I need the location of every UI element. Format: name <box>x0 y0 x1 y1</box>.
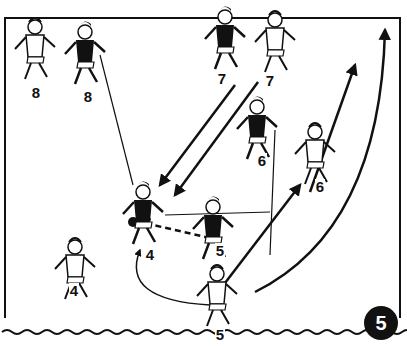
player-number: 7 <box>265 73 275 88</box>
badge-number: 5 <box>375 313 386 333</box>
player-number: 5 <box>215 243 225 258</box>
player-number: 4 <box>69 283 79 298</box>
players <box>15 6 335 326</box>
movement-arrows <box>136 30 385 305</box>
figure-number-badge: 5 <box>364 306 398 340</box>
player-number: 7 <box>217 71 227 86</box>
player-number: 6 <box>257 153 267 168</box>
player-number: 8 <box>31 85 41 100</box>
court-frame <box>2 18 407 334</box>
player-number: 8 <box>83 89 93 104</box>
player-number: 6 <box>315 179 325 194</box>
player-number: 4 <box>145 247 155 262</box>
player-number: 5 <box>215 327 225 342</box>
